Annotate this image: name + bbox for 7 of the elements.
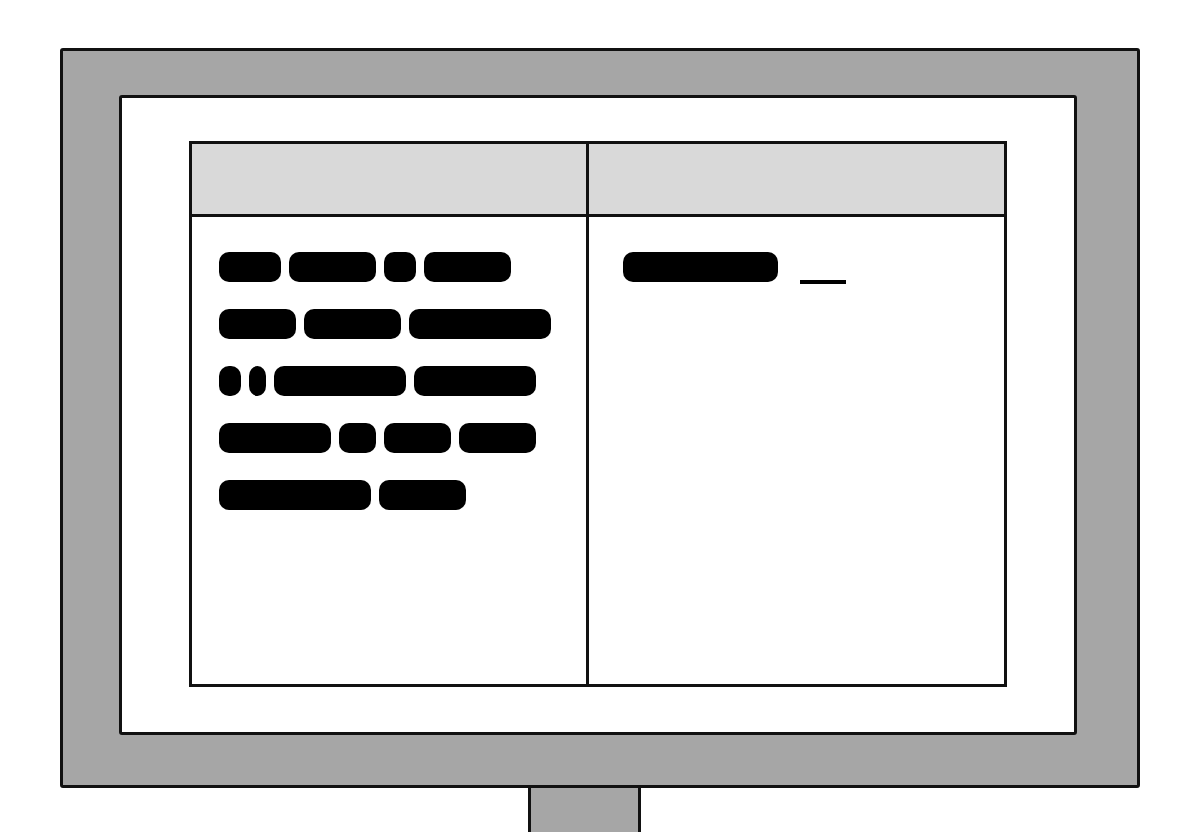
table-header-cell [586,141,1007,217]
monitor-frame [60,48,1140,788]
screen [119,95,1077,735]
table-body-cell [189,214,589,687]
table-body-cell [586,214,1007,687]
table-header-cell [189,141,589,217]
monitor-stand [528,785,641,832]
